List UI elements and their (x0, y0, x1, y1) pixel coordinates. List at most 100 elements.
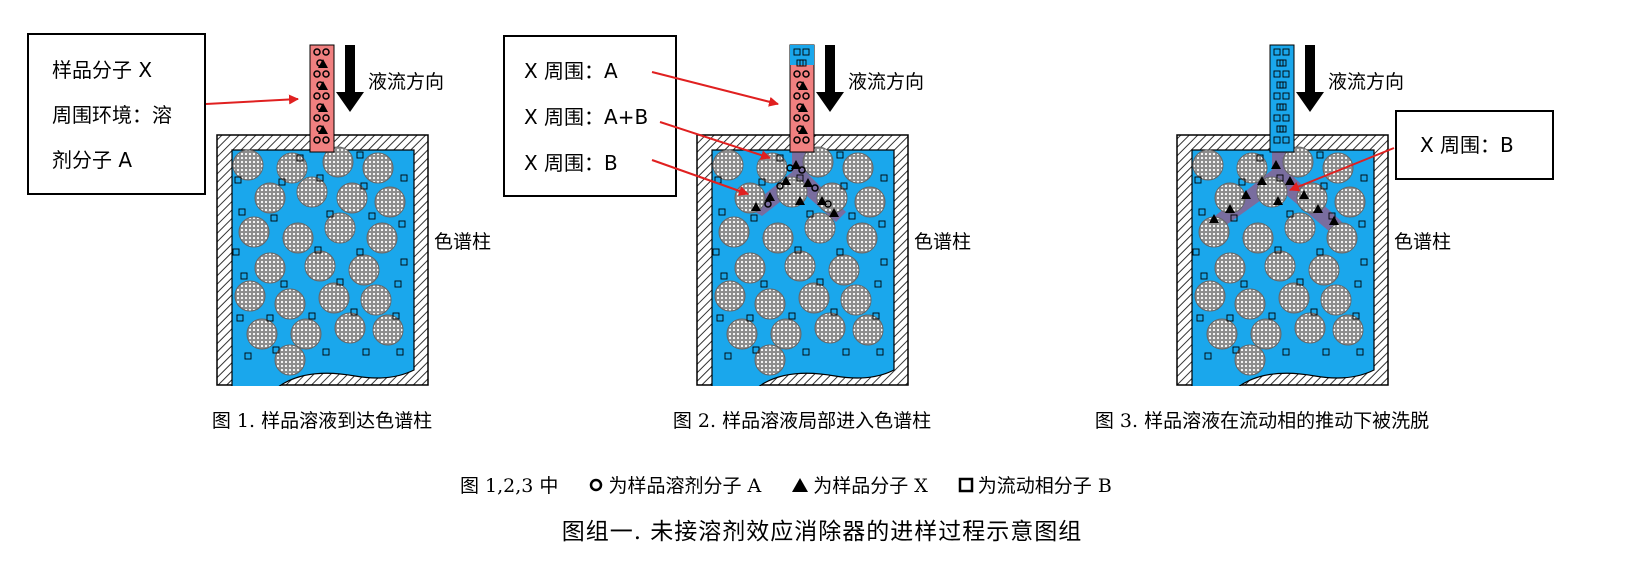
mobile-phase-molecule (1194, 176, 1202, 184)
packing-particle (828, 254, 860, 286)
flow-direction-label: 液流方向 (848, 71, 924, 93)
packing-particle (734, 252, 766, 284)
mobile-phase-molecule (1226, 314, 1234, 322)
column-2 (696, 134, 909, 406)
packing-particle (254, 252, 286, 284)
mobile-phase-molecule (750, 214, 758, 222)
mobile-phase-molecule (1360, 258, 1368, 266)
packing-particle (374, 186, 406, 218)
annotation-line: X 周围：A+B (524, 105, 648, 129)
packing-particle (718, 216, 750, 248)
mobile-phase-molecule (1310, 308, 1318, 316)
mobile-phase-molecule (794, 246, 802, 254)
solvent-molecule (793, 92, 801, 100)
inlet-tube (1269, 44, 1295, 153)
packing-particle (846, 222, 878, 254)
panel-2: 液流方向 色谱柱 X 周围：A X 周围：A+B X 周围：B (503, 35, 971, 406)
packing-particle (232, 149, 264, 181)
annotation-box: 样品分子 X 周围环境：溶 剂分子 A (27, 33, 206, 195)
mobile-phase-molecule (316, 174, 324, 182)
packing-particle (784, 250, 816, 282)
panel-2-caption: 图 2. 样品溶液局部进入色谱柱 (672, 410, 932, 432)
mobile-phase-molecule (1356, 348, 1364, 356)
mobile-phase-molecule (1240, 280, 1248, 288)
mobile-phase-molecule (394, 280, 402, 288)
solvent-molecule (793, 114, 801, 122)
column-bottom-mask (698, 386, 908, 406)
solvent-molecule (313, 48, 321, 56)
packing-particle (1294, 312, 1326, 344)
solvent-molecule (313, 92, 321, 100)
mobile-phase-molecule (842, 348, 850, 356)
solvent-molecule (322, 136, 330, 144)
packing-particle (1242, 222, 1274, 254)
packing-particle (234, 280, 266, 312)
legend: 图 1,2,3 中 为样品溶剂分子 A 为样品分子 X 为流动相分子 B (460, 471, 1112, 498)
mobile-phase-molecule (398, 220, 406, 228)
mobile-phase-molecule (796, 174, 804, 182)
mobile-phase-molecule (1282, 114, 1290, 122)
annotation-line: 周围环境：溶 (52, 103, 172, 127)
packing-particle (1234, 288, 1266, 320)
packing-particle (296, 176, 328, 208)
sample-molecule (798, 103, 808, 112)
mobile-phase-molecule (362, 348, 370, 356)
mobile-phase-molecule (760, 280, 768, 288)
packing-particle (756, 152, 788, 184)
mobile-phase-molecule (280, 280, 288, 288)
mobile-phase-molecule (1273, 114, 1281, 122)
mobile-phase-molecule (752, 346, 760, 354)
solvent-molecule (313, 70, 321, 78)
mobile-phase-molecule (314, 246, 322, 254)
annotation-arrow (205, 94, 299, 105)
mobile-phase-molecule (1279, 81, 1287, 89)
mobile-phase-molecule (1268, 312, 1276, 320)
mobile-phase-molecule (758, 178, 766, 186)
mobile-phase-molecule (1282, 70, 1290, 78)
mobile-phase-molecule (1273, 136, 1281, 144)
packing-particle (1236, 152, 1268, 184)
packing-particle (362, 152, 394, 184)
packing-particle (754, 288, 786, 320)
mobile-phase-molecule (296, 154, 304, 162)
annotation-line: 样品分子 X (52, 58, 152, 82)
mobile-phase-molecule (1282, 348, 1290, 356)
mobile-phase-molecule (396, 348, 404, 356)
mobile-phase-molecule (356, 151, 364, 159)
sample-molecule (318, 125, 328, 134)
mobile-phase-molecule (1328, 212, 1336, 220)
packing-particle (334, 312, 366, 344)
sample-molecule (318, 103, 328, 112)
mobile-phase-molecule (1360, 174, 1368, 182)
mobile-phase-molecule (880, 174, 888, 182)
packing-particle (804, 212, 836, 244)
packing-particle (372, 314, 404, 346)
mobile-phase-molecule (880, 258, 888, 266)
mobile-phase-molecule (1274, 246, 1282, 254)
mobile-phase-molecule (874, 280, 882, 288)
mobile-phase-molecule (1316, 248, 1324, 256)
solvent-molecule (322, 70, 330, 78)
mobile-phase-molecule (1198, 208, 1206, 216)
mobile-phase-molecule (400, 258, 408, 266)
mobile-phase-molecule (1352, 312, 1360, 320)
annotation-box: X 周围：A X 周围：A+B X 周围：B (503, 35, 677, 197)
inlet-tube (309, 44, 335, 153)
solvent-molecule (313, 136, 321, 144)
inlet-tube (789, 44, 815, 153)
packing-particle (1296, 182, 1328, 214)
mobile-phase-molecules (232, 151, 408, 360)
mobile-phase-molecule (802, 48, 810, 56)
packing-particle (854, 186, 886, 218)
packing-particle (1192, 149, 1224, 181)
packing-particle (290, 318, 322, 350)
mobile-phase-molecule (1286, 210, 1294, 218)
solvent-molecule (802, 92, 810, 100)
annotation-arrow (651, 159, 749, 196)
flow-direction-arrow (816, 45, 844, 112)
mobile-phase-molecule (326, 210, 334, 218)
packing-particle (852, 314, 884, 346)
panel-3-caption: 图 3. 样品溶液在流动相的推动下被洗脱 (1094, 410, 1430, 432)
solvent-molecule (793, 70, 801, 78)
figure-title: 图组一. 未接溶剂效应消除器的进样过程示意图组 (561, 519, 1083, 545)
